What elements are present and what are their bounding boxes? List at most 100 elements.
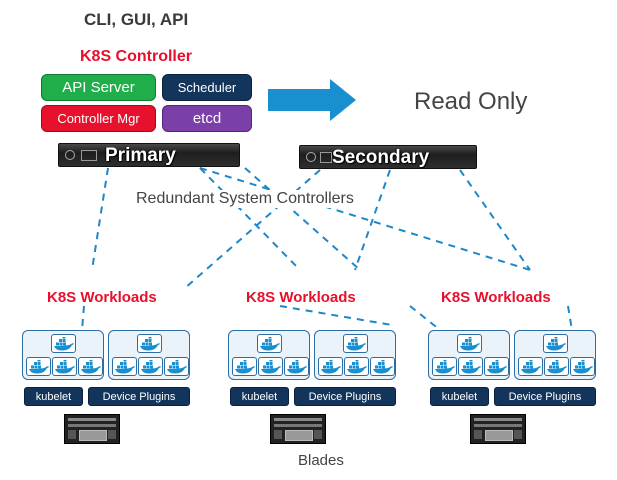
container-pod xyxy=(257,334,282,353)
docker-whale-icon xyxy=(546,337,566,351)
container-pod xyxy=(164,357,189,376)
docker-whale-icon xyxy=(373,360,393,374)
primary-label: Primary xyxy=(105,145,176,166)
container-pod xyxy=(344,357,369,376)
etcd-label: etcd xyxy=(192,110,222,127)
docker-whale-icon xyxy=(261,360,281,374)
docker-whale-icon xyxy=(435,360,455,374)
container-pod xyxy=(138,357,163,376)
docker-whale-icon xyxy=(346,337,366,351)
link-secondary-w2 xyxy=(354,169,391,271)
blade-hardware-icon xyxy=(64,414,120,444)
blade-hardware-icon xyxy=(270,414,326,444)
container-pod xyxy=(26,357,51,376)
container-pod xyxy=(137,334,162,353)
docker-whale-icon xyxy=(321,360,341,374)
docker-whale-icon xyxy=(167,360,187,374)
chassis-port-icon xyxy=(65,150,75,160)
docker-whale-icon xyxy=(140,337,160,351)
read-only-label: Read Only xyxy=(414,88,528,115)
blades-label: Blades xyxy=(298,452,344,469)
docker-whale-icon xyxy=(81,360,101,374)
container-pod xyxy=(318,357,343,376)
chassis-port-icon xyxy=(81,150,97,161)
node-box xyxy=(314,330,396,380)
link-primary-w2b xyxy=(244,167,361,271)
docker-whale-icon xyxy=(260,337,280,351)
link-secondary-w3 xyxy=(459,169,531,271)
container-pod xyxy=(232,357,257,376)
docker-whale-icon xyxy=(487,360,507,374)
link-primary-w1 xyxy=(91,167,109,271)
workload-title-2: K8S Workloads xyxy=(246,289,356,306)
container-pod xyxy=(570,357,595,376)
device-plugins-label: Device Plugins xyxy=(308,390,382,403)
container-pod xyxy=(343,334,368,353)
docker-whale-icon xyxy=(521,360,541,374)
docker-whale-icon xyxy=(547,360,567,374)
link-w2-node xyxy=(279,305,393,326)
kubelet-tag: kubelet xyxy=(230,387,289,406)
link-w1-node xyxy=(81,305,85,331)
container-pod xyxy=(544,357,569,376)
container-pod xyxy=(370,357,395,376)
link-primary-w2a xyxy=(199,167,301,271)
docker-whale-icon xyxy=(287,360,307,374)
link-w3-node-a xyxy=(409,305,441,331)
device-plugins-label: Device Plugins xyxy=(508,390,582,403)
workload-title-3: K8S Workloads xyxy=(441,289,551,306)
link-secondary-w1 xyxy=(184,169,321,289)
arrow-right-icon xyxy=(268,79,356,121)
scheduler-label: Scheduler xyxy=(177,80,237,95)
container-pod xyxy=(432,357,457,376)
container-pod xyxy=(458,357,483,376)
kubelet-tag: kubelet xyxy=(430,387,489,406)
node-box xyxy=(108,330,190,380)
container-pod xyxy=(258,357,283,376)
container-pod xyxy=(457,334,482,353)
api-server-label: API Server xyxy=(62,79,135,96)
kubelet-label: kubelet xyxy=(441,390,478,403)
controller-mgr-label: Controller Mgr xyxy=(57,111,140,126)
container-pod xyxy=(543,334,568,353)
workload-title-1: K8S Workloads xyxy=(47,289,157,306)
blade-hardware-icon xyxy=(470,414,526,444)
device-plugins-tag: Device Plugins xyxy=(88,387,190,406)
docker-whale-icon xyxy=(573,360,593,374)
secondary-controller-chassis: Secondary xyxy=(299,145,477,169)
device-plugins-label: Device Plugins xyxy=(102,390,176,403)
interfaces-label: CLI, GUI, API xyxy=(84,10,189,29)
link-primary-w3 xyxy=(199,167,531,271)
docker-whale-icon xyxy=(141,360,161,374)
docker-whale-icon xyxy=(54,337,74,351)
docker-whale-icon xyxy=(115,360,135,374)
device-plugins-tag: Device Plugins xyxy=(494,387,596,406)
docker-whale-icon xyxy=(55,360,75,374)
controller-title: K8S Controller xyxy=(79,48,192,65)
chassis-port-icon xyxy=(320,152,332,163)
kubelet-label: kubelet xyxy=(35,390,72,403)
primary-controller-chassis: Primary xyxy=(58,143,240,167)
docker-whale-icon xyxy=(29,360,49,374)
scheduler-box: Scheduler xyxy=(162,74,252,101)
redundant-controllers-caption: Redundant System Controllers xyxy=(134,190,356,208)
docker-whale-icon xyxy=(347,360,367,374)
docker-whale-icon xyxy=(461,360,481,374)
node-box xyxy=(514,330,596,380)
kubelet-label: kubelet xyxy=(241,390,278,403)
chassis-port-icon xyxy=(306,152,316,162)
node-box xyxy=(228,330,310,380)
node-box xyxy=(22,330,104,380)
docker-whale-icon xyxy=(460,337,480,351)
node-box xyxy=(428,330,510,380)
link-w3-node-b xyxy=(567,305,573,331)
container-pod xyxy=(78,357,103,376)
etcd-box: etcd xyxy=(162,105,252,132)
container-pod xyxy=(284,357,309,376)
api-server-box: API Server xyxy=(41,74,156,101)
kubelet-tag: kubelet xyxy=(24,387,83,406)
container-pod xyxy=(51,334,76,353)
controller-mgr-box: Controller Mgr xyxy=(41,105,156,132)
secondary-label: Secondary xyxy=(332,147,430,168)
